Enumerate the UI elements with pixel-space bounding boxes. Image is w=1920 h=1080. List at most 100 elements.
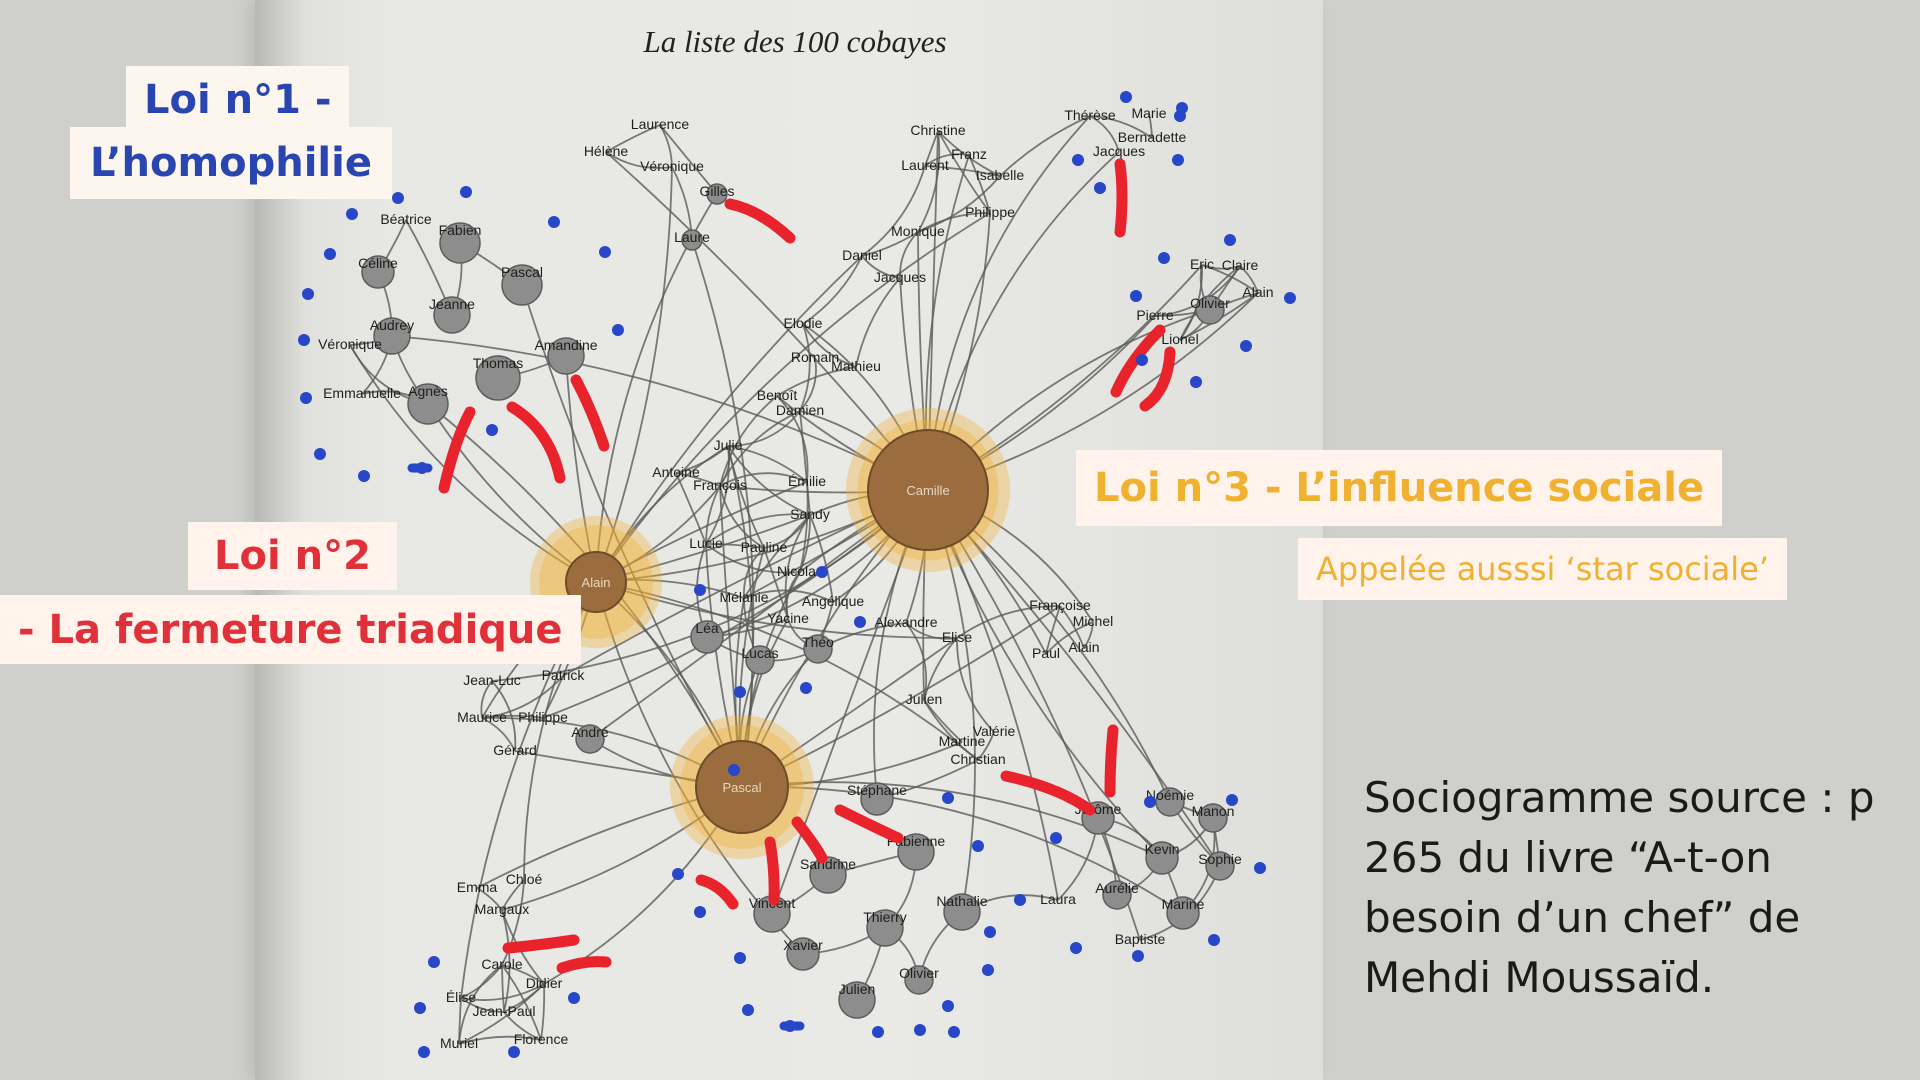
- person-node: [690, 620, 724, 654]
- edge: [855, 277, 901, 368]
- person-label: Martine: [939, 733, 986, 749]
- person-label: Gilles: [699, 183, 734, 199]
- edge: [1045, 605, 1061, 655]
- edge: [861, 231, 919, 257]
- hub-node: [695, 740, 789, 834]
- edge: [719, 472, 808, 487]
- person-label: Lionel: [1161, 331, 1198, 347]
- person-label: Michel: [1073, 613, 1113, 629]
- law2-label-line1: Loi n°2: [188, 522, 397, 590]
- blue-marker-dot: [300, 392, 312, 404]
- blue-marker-dot: [358, 470, 370, 482]
- blue-marker-dot: [298, 334, 310, 346]
- person-label: Julien: [906, 691, 943, 707]
- person-label: Marie: [1131, 105, 1166, 121]
- source-note: Sociogramme source : p 265 du livre “A-t…: [1364, 773, 1875, 1002]
- person-label: Franz: [951, 146, 987, 162]
- blue-marker-dot: [948, 1026, 960, 1038]
- law3-sublabel: Appelée ausssi ‘star sociale’: [1298, 538, 1788, 600]
- person-label: Chloé: [506, 871, 543, 887]
- edge: [956, 605, 1061, 639]
- red-marker-stroke: [502, 934, 580, 954]
- edge: [1089, 115, 1120, 153]
- person-label: Bernadette: [1118, 129, 1187, 145]
- edge: [743, 547, 765, 599]
- edge: [927, 489, 1221, 867]
- edge: [727, 445, 811, 516]
- blue-marker-dot: [816, 566, 828, 578]
- edge: [427, 403, 597, 583]
- edge: [605, 124, 661, 153]
- edge: [605, 151, 929, 491]
- blue-marker-dot: [1172, 154, 1184, 166]
- person-label: Lucie: [689, 535, 723, 551]
- person-node: [547, 337, 585, 375]
- edge: [458, 983, 545, 1045]
- person-label: Sophie: [1198, 851, 1242, 867]
- person-label: Emma: [457, 879, 498, 895]
- person-node: [439, 222, 481, 264]
- person-label: Carole: [481, 956, 522, 972]
- person-label: Mélanie: [719, 589, 768, 605]
- hub-node: [867, 429, 989, 551]
- edge: [595, 212, 991, 583]
- person-label: Eric: [1190, 256, 1214, 272]
- edge: [540, 983, 546, 1041]
- edge: [977, 731, 995, 761]
- person-label: Alexandre: [874, 614, 937, 630]
- edge: [776, 366, 857, 397]
- person-label: Jacques: [874, 269, 926, 285]
- person-label: Muriel: [440, 1035, 478, 1051]
- person-label: Pascal: [501, 264, 543, 280]
- edge: [763, 547, 789, 620]
- person-label: Léa: [695, 620, 719, 636]
- edge: [799, 323, 811, 412]
- edge: [719, 395, 778, 487]
- red-marker-stroke: [1139, 346, 1176, 412]
- person-label: Agnès: [408, 383, 448, 399]
- person-label: Laura: [1040, 891, 1076, 907]
- node-layer: CamillePascalAlainLaurenceHélèneVéroniqu…: [318, 105, 1273, 1051]
- edge: [802, 255, 863, 325]
- edge: [705, 513, 811, 545]
- person-label: Olivier: [1190, 295, 1230, 311]
- edge: [595, 255, 863, 583]
- hub-label: Camille: [906, 483, 949, 498]
- person-node: [361, 255, 395, 289]
- person-label: Olivier: [899, 965, 939, 981]
- person-node: [786, 937, 820, 971]
- person-label: Jean-Luc: [463, 672, 521, 688]
- blue-marker-dot: [1226, 794, 1238, 806]
- edge: [809, 514, 834, 603]
- person-label: Elise: [942, 629, 973, 645]
- edge: [802, 323, 857, 368]
- person-node: [809, 856, 847, 894]
- book-title: La liste des 100 cobayes: [643, 24, 947, 59]
- person-label: Valérie: [973, 723, 1016, 739]
- person-label: Véronique: [318, 336, 382, 352]
- person-label: Damien: [776, 402, 824, 418]
- person-label: Maurice: [457, 709, 507, 725]
- blue-marker-dot: [1136, 354, 1148, 366]
- person-label: Pauline: [741, 539, 788, 555]
- red-marker-stroke: [764, 836, 780, 906]
- edge: [501, 879, 525, 966]
- red-marker-stroke: [834, 804, 904, 844]
- person-node: [1145, 841, 1179, 875]
- blue-marker-dot: [508, 1046, 520, 1058]
- blue-marker-dot: [486, 424, 498, 436]
- blue-marker-dot: [1130, 290, 1142, 302]
- edge: [491, 680, 517, 752]
- blue-marker-dot: [599, 246, 611, 258]
- edge: [460, 983, 545, 1001]
- edge: [727, 445, 808, 483]
- person-label: Emmanuelle: [323, 385, 401, 401]
- edge: [771, 489, 929, 915]
- edge: [501, 879, 525, 911]
- person-label: Thomas: [473, 355, 524, 371]
- person-label: André: [571, 724, 609, 740]
- blue-marker-dot: [418, 1046, 430, 1058]
- edge: [705, 543, 765, 549]
- blue-marker-dot: [1284, 292, 1296, 304]
